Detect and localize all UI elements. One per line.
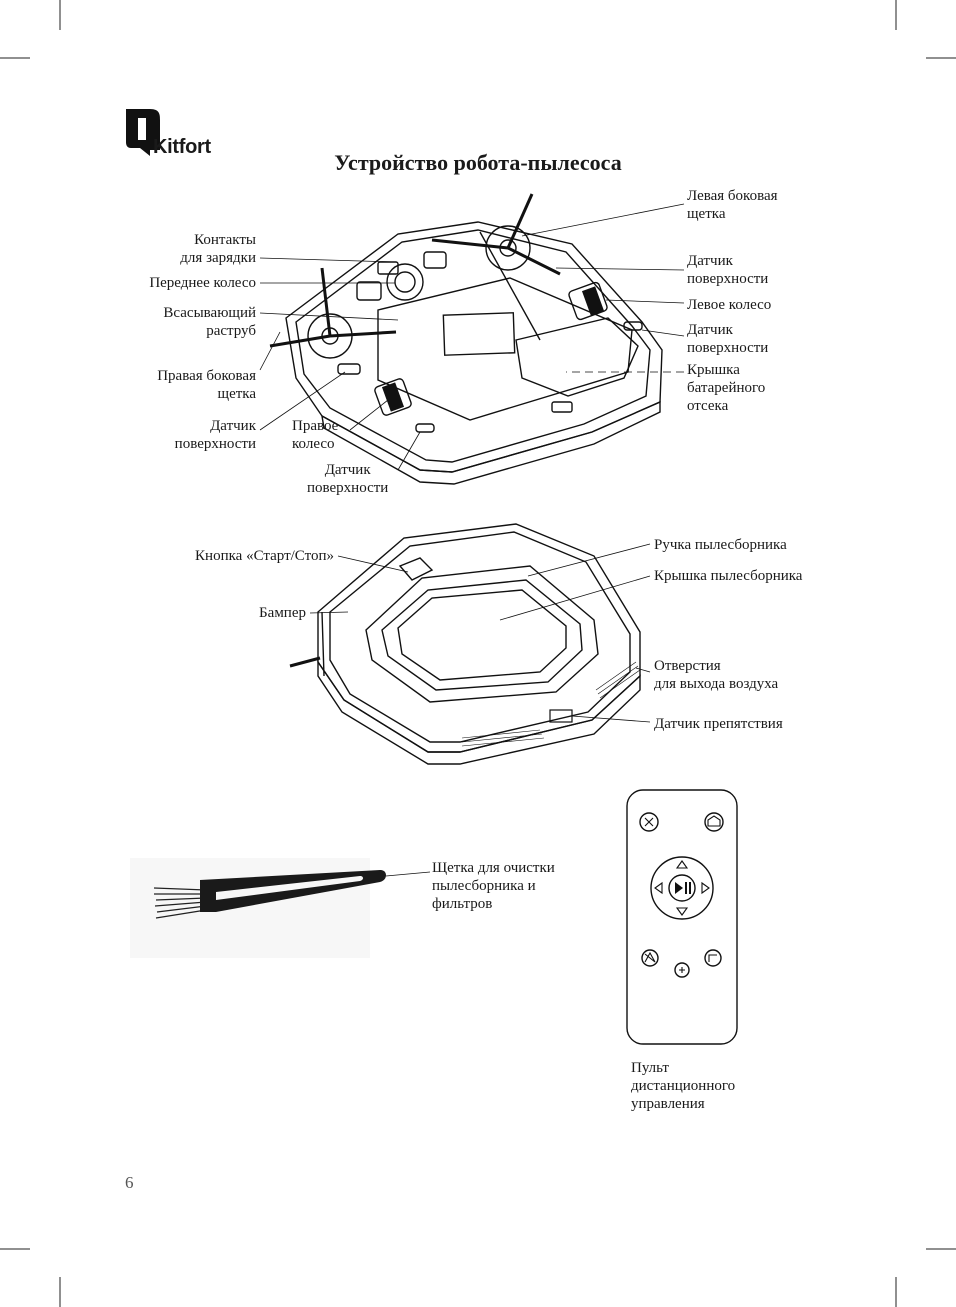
- label-obstacle-sensor: Датчик препятствия: [654, 716, 783, 732]
- label-surface-sensor-bottom: Датчик поверхности: [307, 462, 389, 496]
- page-number: 6: [125, 1173, 134, 1192]
- label-left-wheel: Левое колесо: [687, 297, 772, 313]
- label-air-outlets: Отверстия для выхода воздуха: [654, 658, 779, 692]
- label-surface-sensor-left: Датчик поверхности: [174, 418, 256, 452]
- label-bin-handle: Ручка пылесборника: [654, 537, 787, 553]
- label-right-side-brush: Правая боковая щетка: [157, 368, 256, 402]
- label-bumper: Бампер: [259, 605, 306, 621]
- label-front-wheel: Переднее колесо: [149, 275, 256, 291]
- label-remote-control: Пульт дистанционного управления: [631, 1060, 736, 1112]
- brand-name: Kitfort: [153, 136, 211, 158]
- label-surface-sensor-right: Датчик поверхности: [687, 322, 769, 356]
- page-title: Устройство робота-пылесоса: [334, 150, 622, 175]
- label-bin-cover: Крышка пылесборника: [654, 568, 803, 584]
- label-battery-cover: Крышка батарейного отсека: [687, 362, 766, 414]
- label-surface-sensor-top: Датчик поверхности: [687, 253, 769, 287]
- label-right-wheel: Правое колесо: [292, 418, 339, 452]
- label-charging-contacts: Контакты для зарядки: [180, 232, 256, 266]
- label-left-side-brush: Левая боковая щетка: [687, 188, 778, 222]
- label-suction-inlet: Всасывающий раструб: [163, 305, 256, 339]
- label-cleaning-brush: Щетка для очистки пылесборника и фильтро…: [432, 860, 555, 912]
- label-start-stop-button: Кнопка «Старт/Стоп»: [195, 548, 334, 564]
